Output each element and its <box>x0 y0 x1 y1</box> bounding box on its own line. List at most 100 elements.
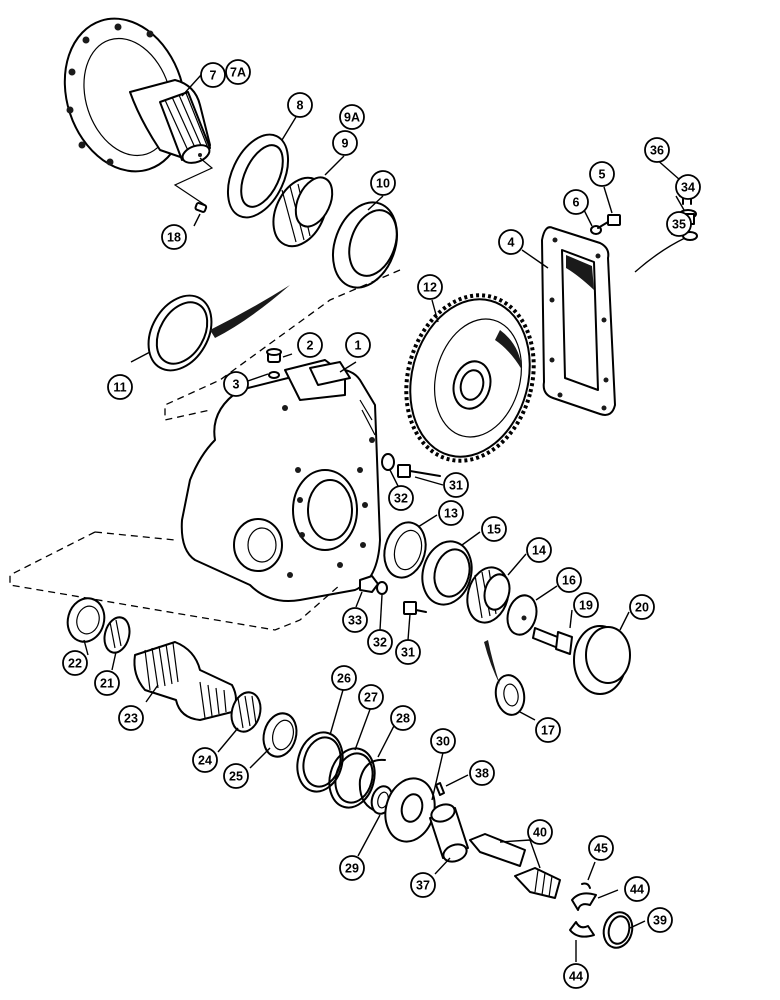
callout-number: 1 <box>355 339 362 353</box>
callout-32: 32 <box>367 629 393 655</box>
callout-number: 16 <box>562 574 576 588</box>
arrow-35-to-cover <box>634 237 686 273</box>
callout-15: 15 <box>481 516 507 542</box>
pin-18 <box>194 202 208 213</box>
callout-27: 27 <box>358 684 384 710</box>
nut-33 <box>359 575 379 593</box>
callout-number: 13 <box>444 507 458 521</box>
callout-number: 8 <box>297 99 304 113</box>
half-ring-44-upper <box>571 892 597 911</box>
bearing-cone-24 <box>230 691 262 733</box>
snap-ring-11 <box>147 285 290 372</box>
race-15 <box>421 540 473 606</box>
bolt-31-upper <box>397 464 441 478</box>
callout-circle <box>526 537 552 563</box>
callout-17: 17 <box>535 717 561 743</box>
washer-30 <box>384 777 436 843</box>
gearbox-housing-1 <box>180 359 381 602</box>
callout-number: 44 <box>630 883 644 897</box>
callout-36: 36 <box>644 137 670 163</box>
snap-ring-39 <box>602 911 634 949</box>
callout-31: 31 <box>395 639 421 665</box>
bolt-31-lower <box>403 601 427 615</box>
callout-circle <box>200 62 226 88</box>
callout-13: 13 <box>438 500 464 526</box>
callout-circle <box>297 332 323 358</box>
pinion-shaft-23 <box>133 641 237 721</box>
callout-21: 21 <box>94 670 120 696</box>
bolt-5 <box>597 214 621 229</box>
callout-number: 31 <box>401 646 415 660</box>
callout-number: 32 <box>394 492 408 506</box>
callout-39: 39 <box>647 907 673 933</box>
callout-number: 37 <box>416 879 430 893</box>
pin-38 <box>435 782 445 796</box>
dashed-assembly-lines <box>9 269 401 631</box>
washer-16 <box>506 594 538 636</box>
callout-6: 6 <box>563 189 589 215</box>
bearing-cone-9 <box>272 176 334 248</box>
callout-32: 32 <box>388 485 414 511</box>
callout-circle <box>223 371 249 397</box>
callout-number: 30 <box>436 735 450 749</box>
callout-circle <box>563 189 589 215</box>
callout-14: 14 <box>526 537 552 563</box>
thrust-washer-17 <box>494 674 526 716</box>
callout-number: 4 <box>508 236 515 250</box>
callout-number: 34 <box>681 181 695 195</box>
plug-2 <box>266 348 282 363</box>
large-gear-12 <box>404 293 536 463</box>
callout-circle <box>443 472 469 498</box>
callout-number: 10 <box>376 177 390 191</box>
o-ring-3 <box>268 371 280 379</box>
callout-circle <box>339 855 365 881</box>
bearing-cup-10 <box>332 201 398 289</box>
callout-29: 29 <box>339 855 365 881</box>
callout-circle <box>535 717 561 743</box>
callout-circle <box>161 224 187 250</box>
callout-26: 26 <box>331 665 357 691</box>
callout-number: 22 <box>68 657 82 671</box>
callout-circle <box>410 872 436 898</box>
callout-circle <box>666 211 692 237</box>
callout-circle <box>225 59 251 85</box>
callout-circle <box>388 485 414 511</box>
callout-circle <box>498 229 524 255</box>
callout-20: 20 <box>629 594 655 620</box>
snap-ring-28 <box>358 758 386 813</box>
callout-2: 2 <box>297 332 323 358</box>
callout-circle <box>331 665 357 691</box>
bearing-cup-22 <box>66 597 106 643</box>
cover-plate-4 <box>541 226 616 416</box>
callout-3: 3 <box>223 371 249 397</box>
callout-28: 28 <box>390 705 416 731</box>
callout-circle <box>588 835 614 861</box>
callout-circle <box>624 876 650 902</box>
shim-ring-27 <box>328 747 376 809</box>
callout-number: 3 <box>233 378 240 392</box>
callout-1: 1 <box>345 332 371 358</box>
callout-circle <box>287 92 313 118</box>
callout-circle <box>94 670 120 696</box>
callout-7: 7 <box>200 62 226 88</box>
callout-number: 40 <box>533 826 547 840</box>
callout-number: 39 <box>653 914 667 928</box>
callout-10: 10 <box>370 170 396 196</box>
callout-31: 31 <box>443 472 469 498</box>
callout-number: 35 <box>672 218 686 232</box>
callout-7A: 7A <box>225 59 251 85</box>
callout-number: 7 <box>210 69 217 83</box>
callout-number: 27 <box>364 691 378 705</box>
callout-circle <box>556 567 582 593</box>
washer-32-upper <box>381 453 395 471</box>
callout-number: 9A <box>344 111 360 125</box>
callout-number: 28 <box>396 712 410 726</box>
callout-circle <box>390 705 416 731</box>
bearing-cup-13 <box>383 521 427 579</box>
circlip-45 <box>581 882 591 889</box>
half-ring-44-lower <box>569 921 595 938</box>
callout-number: 45 <box>594 842 608 856</box>
callout-11: 11 <box>107 374 133 400</box>
